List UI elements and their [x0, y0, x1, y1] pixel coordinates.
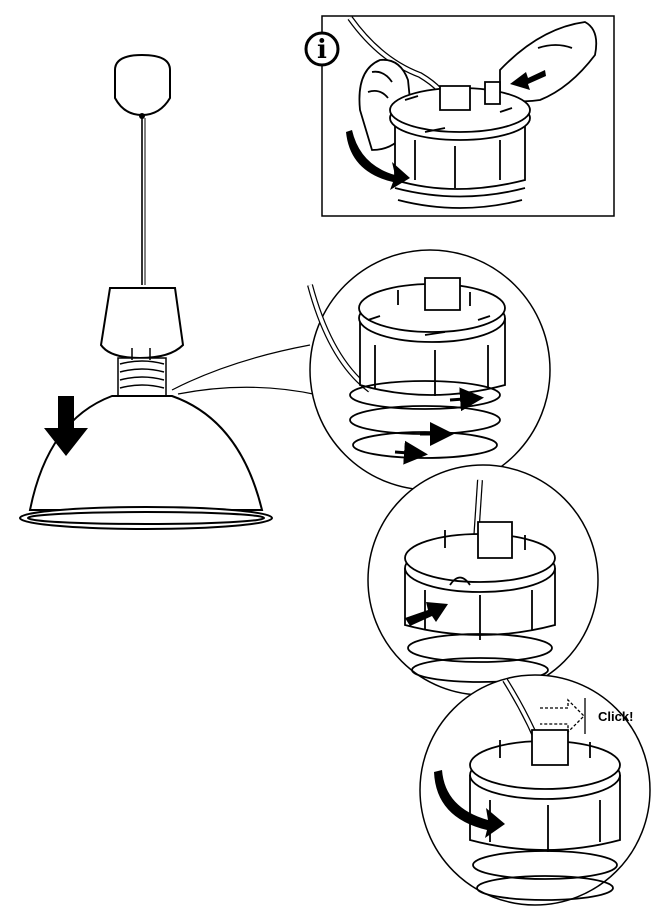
info-icon-letter: i [317, 35, 327, 65]
detail-circle-step-2 [367, 464, 599, 696]
ceiling-canopy [114, 53, 171, 117]
detail-circle-step-3: Click! [419, 674, 651, 906]
lamp-socket-cover [99, 287, 185, 360]
socket-detail-info [346, 16, 598, 209]
rotate-arrow-icon [346, 130, 410, 190]
rotate-arrow-icon-2 [434, 770, 505, 838]
detail-circle-step-1 [307, 249, 551, 491]
click-arrow-icon [540, 698, 585, 734]
down-arrow-icon [44, 396, 88, 456]
pendant-lamp [19, 53, 319, 530]
lamp-shade-rim [19, 506, 273, 530]
socket-thread [117, 348, 167, 397]
lamp-shade [28, 395, 264, 511]
click-label: Click! [598, 709, 633, 724]
info-panel: i [304, 15, 615, 217]
push-arrow-icon-2 [405, 602, 448, 626]
info-icon [304, 31, 340, 67]
push-arrow-icon [510, 70, 546, 90]
